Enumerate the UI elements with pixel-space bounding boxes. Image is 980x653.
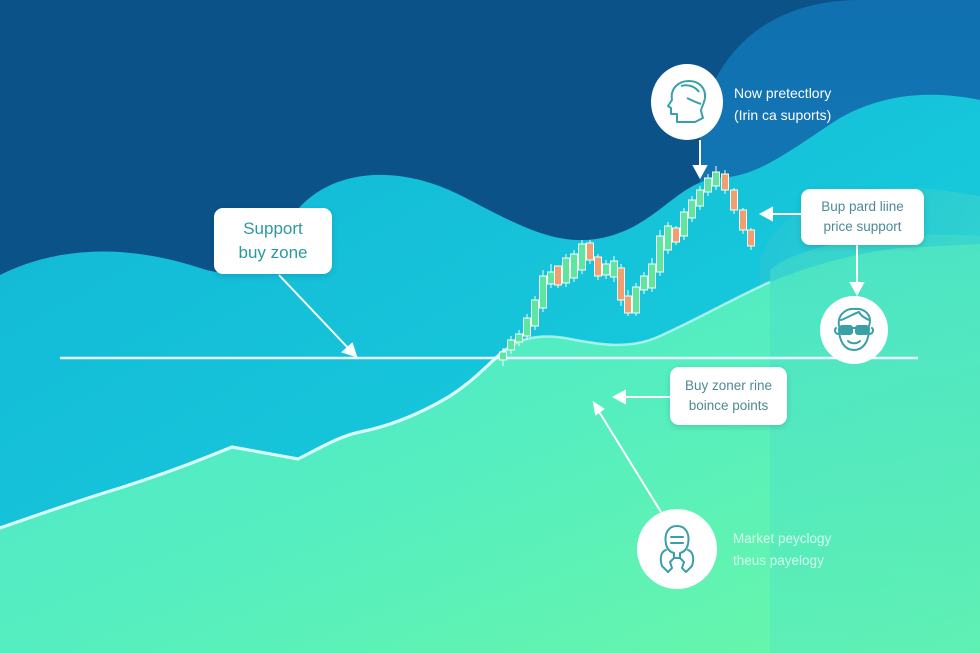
trend-area (0, 244, 980, 653)
callout-bup-pard-line[interactable]: Bup pard liine price support (801, 189, 924, 245)
annotation-line2: theus payelogy (733, 553, 824, 568)
arrowhead-icon (692, 165, 708, 180)
candle-up[interactable] (570, 253, 578, 279)
candle-up[interactable] (664, 225, 672, 251)
candle-down[interactable] (721, 173, 729, 191)
callout-line2: boince points (688, 398, 769, 413)
face-glasses-icon (834, 307, 874, 351)
trend-line-lower (0, 348, 507, 530)
connector-arrows (278, 140, 865, 513)
candle-up[interactable] (523, 317, 531, 337)
candle-up[interactable] (515, 333, 523, 343)
candle-down[interactable] (586, 242, 594, 261)
arrowhead-icon (849, 282, 865, 297)
candle-up[interactable] (610, 260, 618, 278)
head-profile-icon-badge[interactable] (651, 64, 723, 140)
arrow-market-to-zone (597, 409, 662, 513)
candle-up[interactable] (602, 263, 610, 276)
callout-buy-zone-rine[interactable]: Buy zoner rine boince points (670, 367, 787, 425)
callout-line1: Support (243, 219, 303, 238)
arrowhead-icon (341, 342, 358, 358)
arrowhead-icon (758, 206, 773, 222)
callout-line2: buy zone (238, 243, 308, 262)
arrow-support-to-line (278, 274, 351, 351)
annotation-line1: Now pretectlory (734, 85, 832, 101)
callout-support-buy-zone[interactable]: Support buy zone (214, 208, 332, 274)
head-profile-icon (667, 80, 707, 123)
candle-down[interactable] (594, 256, 602, 277)
candle-down[interactable] (624, 295, 632, 314)
candle-up[interactable] (640, 275, 648, 291)
candle-up[interactable] (547, 271, 555, 285)
face-glasses-icon-badge[interactable] (820, 296, 888, 364)
candle-down[interactable] (617, 267, 625, 301)
trend-line-upper (504, 280, 771, 351)
background-blob-inner-mint (770, 234, 980, 653)
candle-up[interactable] (499, 351, 507, 361)
candle-up[interactable] (539, 275, 547, 309)
annotation-line1: Market peyclogy (733, 531, 832, 546)
candle-down[interactable] (747, 229, 755, 247)
candle-down[interactable] (730, 189, 738, 211)
candle-up[interactable] (632, 286, 640, 314)
two-faces-mind-icon-badge[interactable] (637, 509, 717, 589)
candle-up[interactable] (656, 235, 664, 273)
callout-line2: price support (823, 219, 902, 234)
arrowhead-icon (592, 400, 605, 416)
candle-up[interactable] (531, 299, 539, 327)
annotation-market-psychology: Market peyclogy theus payelogy (733, 528, 831, 572)
candle-up[interactable] (562, 257, 570, 284)
candle-up[interactable] (696, 189, 704, 207)
candle-up[interactable] (704, 177, 712, 193)
candle-down[interactable] (554, 265, 562, 286)
callout-line1: Buy zoner rine (684, 378, 773, 393)
candle-up[interactable] (680, 211, 688, 237)
candle-up[interactable] (507, 339, 515, 351)
two-faces-mind-icon (659, 525, 695, 573)
candlestick-series (499, 166, 755, 366)
callout-line1: Bup pard liine (821, 199, 904, 214)
candle-down[interactable] (739, 209, 747, 231)
annotation-line2: (Irin ca suports) (734, 107, 832, 123)
candle-up[interactable] (688, 199, 696, 219)
annotation-now-pretectlory: Now pretectlory (Irin ca suports) (734, 82, 831, 126)
candle-down[interactable] (672, 227, 680, 243)
arrowhead-icon (611, 389, 626, 405)
candle-up[interactable] (712, 171, 720, 187)
candle-up[interactable] (648, 263, 656, 289)
candle-up[interactable] (578, 243, 586, 271)
